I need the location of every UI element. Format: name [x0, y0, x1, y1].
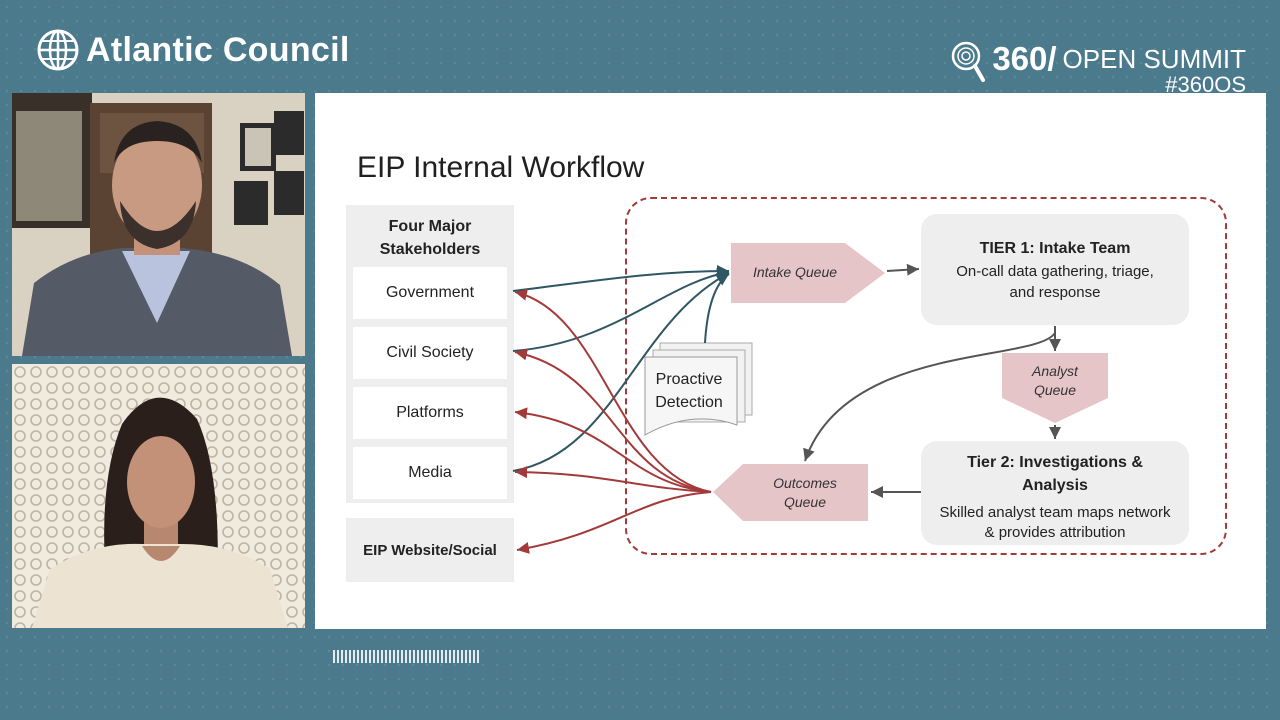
intake-queue-label: Intake Queue: [752, 264, 838, 280]
arrow-civil-society-to-intake: [512, 268, 730, 352]
analyst-queue-shape: [1002, 353, 1108, 423]
stakeholder-media: Media: [353, 447, 507, 499]
globe-icon: [37, 29, 79, 71]
proactive-detection-label: Proactive Detection: [655, 371, 723, 411]
fingerprint-magnifier-icon: [952, 41, 986, 82]
arrow-outcomes-to-government: [514, 288, 712, 493]
summit-title: OPEN SUMMIT: [1062, 44, 1246, 74]
speaker-1-illustration: [12, 93, 305, 356]
arrow-outcomes-to-eip-site: [516, 491, 712, 554]
proactive-detection-stack: [644, 342, 753, 436]
stakeholder-civil-society: Civil Society: [353, 327, 507, 379]
arrow-detection-to-intake: [704, 273, 730, 344]
arrow-intake-to-tier1: [886, 263, 920, 276]
eip-website-social-box: EIP Website/Social: [346, 518, 514, 582]
arrow-outcomes-to-platforms: [514, 407, 712, 493]
analyst-queue-label: Analyst Queue: [1032, 363, 1078, 398]
tier1-description: On-call data gathering, triage, and resp…: [956, 263, 1154, 301]
stakeholders-heading: Four Major Stakeholders: [379, 218, 481, 258]
tier2-title: Tier 2: Investigations & Analysis: [967, 454, 1143, 494]
speaker-2-illustration: [12, 364, 305, 628]
stakeholder-platforms: Platforms: [353, 387, 507, 439]
tier1-box: TIER 1: Intake Team On-call data gatheri…: [921, 214, 1189, 325]
summit-hashtag: #360OS: [1165, 74, 1246, 92]
atlantic-council-logo: Atlantic Council: [36, 28, 350, 72]
speaker-video-2: [12, 364, 305, 628]
tier2-box: Tier 2: Investigations & Analysis Skille…: [921, 441, 1189, 545]
brand-name: Atlantic Council: [86, 30, 350, 69]
stakeholder-government: Government: [353, 267, 507, 319]
summit-number: 360/: [992, 40, 1057, 77]
arrow-tier1-to-outcomes: [803, 332, 1056, 462]
arrow-outcomes-to-media: [514, 466, 712, 493]
eip-internal-boundary: [625, 197, 1227, 555]
workflow-diagram: [512, 243, 1108, 554]
slide-title: EIP Internal Workflow: [357, 151, 645, 184]
arrow-government-to-intake: [512, 265, 730, 292]
presentation-slide: EIP Internal Workflow Four Major Stakeho…: [315, 93, 1266, 629]
tier2-description: Skilled analyst team maps network & prov…: [939, 504, 1171, 541]
outcomes-queue-shape: [713, 464, 868, 521]
arrow-outcomes-to-civil-society: [514, 348, 712, 493]
speaker-video-1: [12, 93, 305, 356]
outcomes-queue-label: Outcomes Queue: [773, 475, 837, 510]
intake-queue-shape: [731, 243, 885, 303]
stakeholders-panel: Four Major Stakeholders Government Civil…: [346, 205, 514, 503]
arrow-media-to-intake: [512, 272, 730, 472]
tier1-title: TIER 1: Intake Team: [979, 240, 1131, 257]
audio-level-indicator: [333, 650, 480, 663]
summit-logo: 360/ OPEN SUMMIT #360OS: [950, 40, 1246, 92]
